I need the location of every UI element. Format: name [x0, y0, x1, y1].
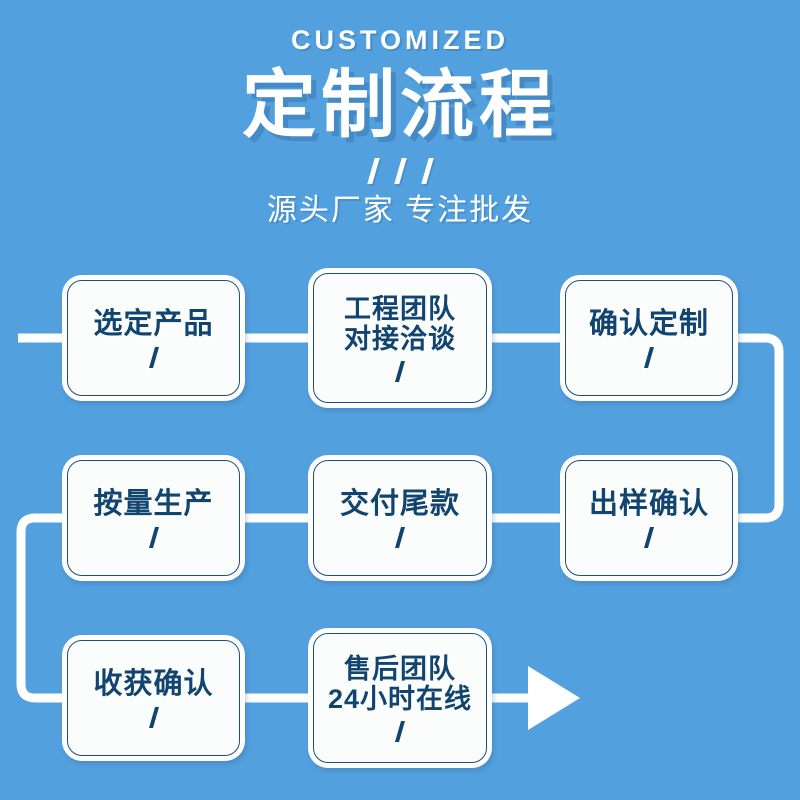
flow-step-3-body: 确认定制: [565, 280, 733, 396]
flow-step-3-slash: [643, 347, 655, 369]
flow-step-5-label: 交付尾款: [339, 487, 460, 520]
poster-header: CUSTOMIZED 定制流程 源头厂家 专注批发: [0, 0, 800, 226]
connector-step6-step7-elbow: [16, 513, 62, 703]
flow-step-3[interactable]: 确认定制: [560, 275, 738, 401]
flow-step-8-body: 售后团队 24小时在线: [313, 633, 487, 763]
flow-step-7-label: 收获确认: [93, 667, 214, 700]
flow-step-7-slash: [148, 707, 159, 729]
flow-step-8-slash: [394, 721, 406, 743]
flow-step-8-label: 售后团队 24小时在线: [327, 653, 473, 714]
flow-step-4[interactable]: 出样确认: [560, 455, 738, 581]
flow-step-8[interactable]: 售后团队 24小时在线: [308, 628, 492, 768]
flow-step-6[interactable]: 按量生产: [62, 455, 245, 581]
flow-step-1-label: 选定产品: [93, 307, 214, 340]
flow-step-5[interactable]: 交付尾款: [308, 455, 492, 581]
flow-step-6-slash: [148, 527, 159, 549]
flow-end-arrow-icon: [528, 666, 580, 730]
flow-step-1[interactable]: 选定产品: [62, 275, 245, 401]
eyebrow-text: CUSTOMIZED: [290, 25, 509, 55]
flow-step-7[interactable]: 收获确认: [62, 635, 245, 761]
flow-step-5-slash: [394, 527, 406, 549]
page-title: 定制流程: [242, 63, 558, 146]
flow-step-1-body: 选定产品: [67, 280, 240, 396]
flow-step-1-slash: [148, 347, 159, 369]
flow-step-7-body: 收获确认: [67, 640, 240, 756]
connector-step3-step4-elbow: [738, 333, 784, 523]
flow-step-6-label: 按量生产: [93, 487, 214, 520]
flow-step-2-body: 工程团队 对接洽谈: [313, 273, 487, 403]
flow-step-2-slash: [394, 361, 406, 383]
flow-step-6-body: 按量生产: [67, 460, 240, 576]
flow-step-2[interactable]: 工程团队 对接洽谈: [308, 268, 492, 408]
flow-step-4-body: 出样确认: [565, 460, 733, 576]
flow-step-4-slash: [643, 527, 655, 549]
flow-step-3-label: 确认定制: [588, 307, 709, 340]
flow-step-5-body: 交付尾款: [313, 460, 487, 576]
flow-step-2-label: 工程团队 对接洽谈: [344, 293, 456, 354]
flow-step-4-label: 出样确认: [588, 487, 709, 520]
subtitle-text: 源头厂家 专注批发: [266, 193, 534, 227]
